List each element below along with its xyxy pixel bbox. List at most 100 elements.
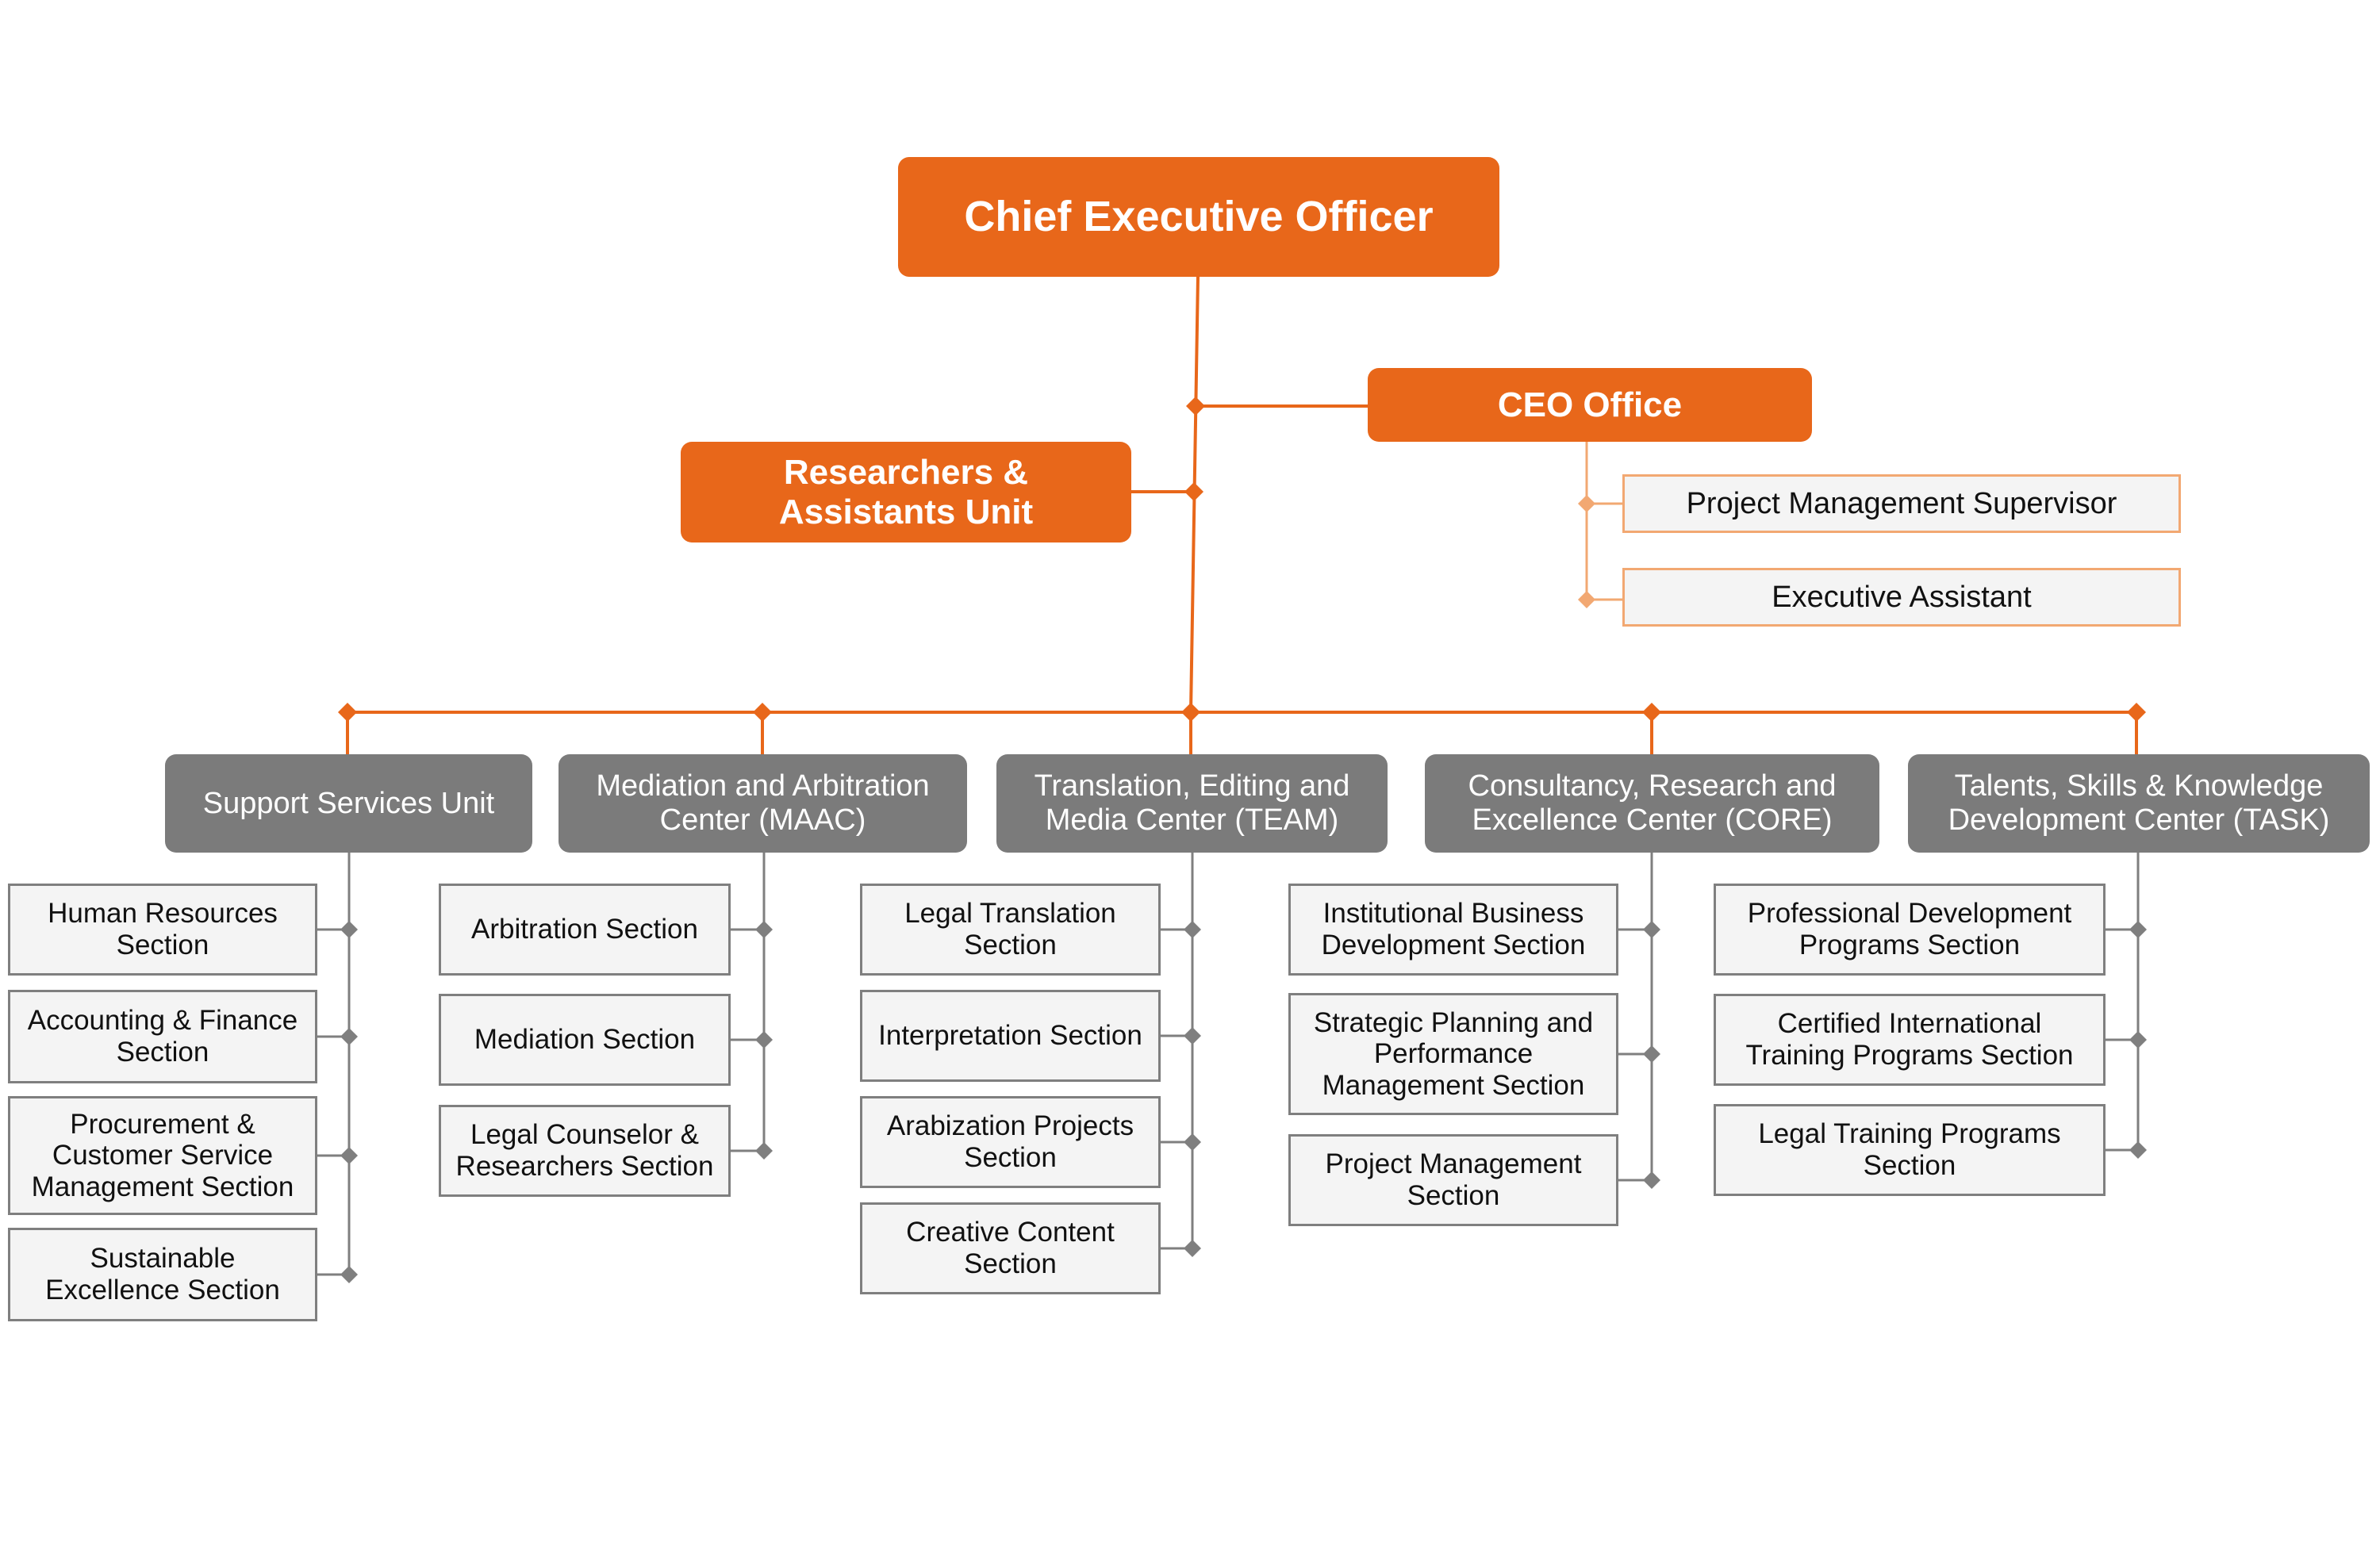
section-box[interactable]: Arbitration Section (439, 884, 731, 976)
section-junction-diamond (1643, 1045, 1660, 1063)
section-label: Mediation Section (474, 1024, 695, 1056)
section-junction-diamond (1184, 1240, 1201, 1257)
section-label-line: Legal Counselor & (470, 1119, 699, 1151)
researchers-unit-label: Researchers & Assistants Unit (779, 453, 1033, 531)
unit-label: Support Services Unit (203, 787, 495, 821)
researchers-junction-diamond (1184, 482, 1203, 501)
section-junction-diamond (755, 1031, 773, 1049)
section-label-line: Institutional Business (1322, 898, 1584, 930)
unit-task[interactable]: Talents, Skills & Knowledge Development … (1908, 754, 2370, 853)
section-junction-diamond (340, 1028, 358, 1045)
section-label-line: Arbitration Section (471, 914, 698, 945)
section-junction-diamond (1643, 1171, 1660, 1189)
unit-label-line1: Support Services Unit (202, 786, 495, 820)
section-label-line: Management Section (1322, 1069, 1585, 1101)
staff-label: Project Management Supervisor (1686, 486, 2117, 520)
unit-label-line1: Talents, Skills & Knowledge (1954, 769, 2324, 803)
section-junction-diamond (340, 1266, 358, 1283)
section-junction-diamond (755, 921, 773, 938)
section-label: Legal Counselor &Researchers Section (456, 1119, 714, 1182)
unit-junction-diamond-0 (338, 703, 357, 722)
section-label-line: Human Resources (48, 898, 278, 930)
section-label-line: Section (964, 930, 1057, 960)
section-label-line: Development Section (1321, 930, 1586, 960)
unit-junction-diamond-3 (1642, 703, 1661, 722)
section-label-line: Strategic Planning and (1313, 1006, 1594, 1038)
unit-maac[interactable]: Mediation and Arbitration Center (MAAC) (559, 754, 967, 853)
unit-label-line2: Media Center (TEAM) (1045, 803, 1339, 837)
section-junction-diamond (340, 1147, 358, 1164)
section-label-line: Legal Translation (904, 898, 1116, 930)
section-label-line: Legal Training Programs (1758, 1118, 2061, 1150)
section-label-line: Section (116, 1037, 209, 1068)
section-label-line: Researchers Section (455, 1151, 714, 1182)
ceo-office-title: CEO Office (1497, 385, 1683, 424)
section-label-line: Performance (1373, 1038, 1534, 1070)
researchers-unit-box[interactable]: Researchers & Assistants Unit (681, 442, 1131, 542)
unit-junction-diamond-1 (753, 703, 772, 722)
unit-team[interactable]: Translation, Editing and Media Center (T… (996, 754, 1388, 853)
unit-core[interactable]: Consultancy, Research and Excellence Cen… (1425, 754, 1879, 853)
section-junction-diamond (2129, 1141, 2147, 1159)
staff-2-junction-diamond (1578, 591, 1595, 608)
unit-label: Translation, Editing and Media Center (T… (1035, 769, 1350, 838)
section-label-line: Interpretation Section (878, 1020, 1142, 1052)
researchers-unit-line1: Researchers & (783, 452, 1029, 492)
unit-label-line1: Translation, Editing and (1034, 769, 1350, 803)
unit-label-line2: Development Center (TASK) (1948, 803, 2330, 837)
unit-support-services[interactable]: Support Services Unit (165, 754, 532, 853)
section-label-line: Section (1407, 1180, 1500, 1211)
staff-1-junction-diamond (1578, 495, 1595, 512)
section-junction-diamond (1184, 1133, 1201, 1151)
ceo-box[interactable]: Chief Executive Officer (898, 157, 1499, 277)
section-junction-diamond (340, 921, 358, 938)
section-box[interactable]: Mediation Section (439, 994, 731, 1086)
section-label-line: Sustainable (90, 1243, 236, 1275)
ceo-office-box[interactable]: CEO Office (1368, 368, 1812, 442)
section-label-line: Professional Development (1747, 898, 2072, 930)
section-label-line: Customer Service (52, 1140, 274, 1171)
section-junction-diamond (2129, 921, 2147, 938)
section-label-line: Mediation Section (474, 1024, 696, 1056)
unit-label: Consultancy, Research and Excellence Cen… (1468, 769, 1837, 838)
section-box[interactable]: Interpretation Section (860, 990, 1161, 1082)
unit-junction-diamond-4 (2127, 703, 2146, 722)
section-box[interactable]: Legal Counselor &Researchers Section (439, 1105, 731, 1197)
section-label-line: Excellence Section (45, 1275, 280, 1305)
section-label-line: Section (1863, 1150, 1956, 1181)
staff-executive-assistant[interactable]: Executive Assistant (1622, 568, 2181, 627)
unit-junction-diamond-2 (1181, 703, 1200, 722)
researchers-unit-line2: Assistants Unit (778, 492, 1034, 531)
section-label-line: Section (116, 930, 209, 960)
section-label-line: Programs Section (1798, 930, 2021, 960)
section-label-line: Section (964, 1142, 1057, 1173)
staff-project-management-supervisor[interactable]: Project Management Supervisor (1622, 474, 2181, 533)
section-junction-diamond (2129, 1031, 2147, 1049)
section-label-line: Certified International (1777, 1008, 2042, 1040)
unit-label-line2: Excellence Center (CORE) (1472, 803, 1833, 837)
section-label-line: Arabization Projects (886, 1110, 1134, 1142)
